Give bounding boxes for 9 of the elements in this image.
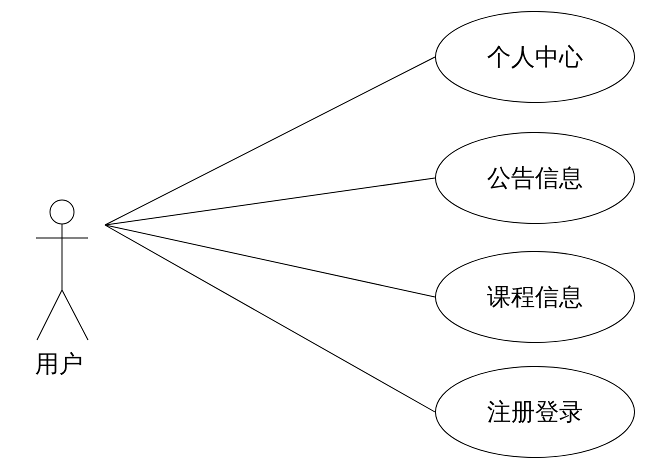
connector-line: [104, 56, 436, 226]
connector-line: [104, 224, 436, 298]
use-case-label: 个人中心: [487, 42, 583, 73]
use-case-label: 公告信息: [487, 163, 583, 194]
actor-label: 用户: [35, 349, 83, 380]
use-case-label: 注册登录: [487, 397, 583, 428]
connector-line: [104, 224, 436, 412]
use-case-label: 课程信息: [487, 282, 583, 313]
connector-line: [104, 178, 436, 226]
